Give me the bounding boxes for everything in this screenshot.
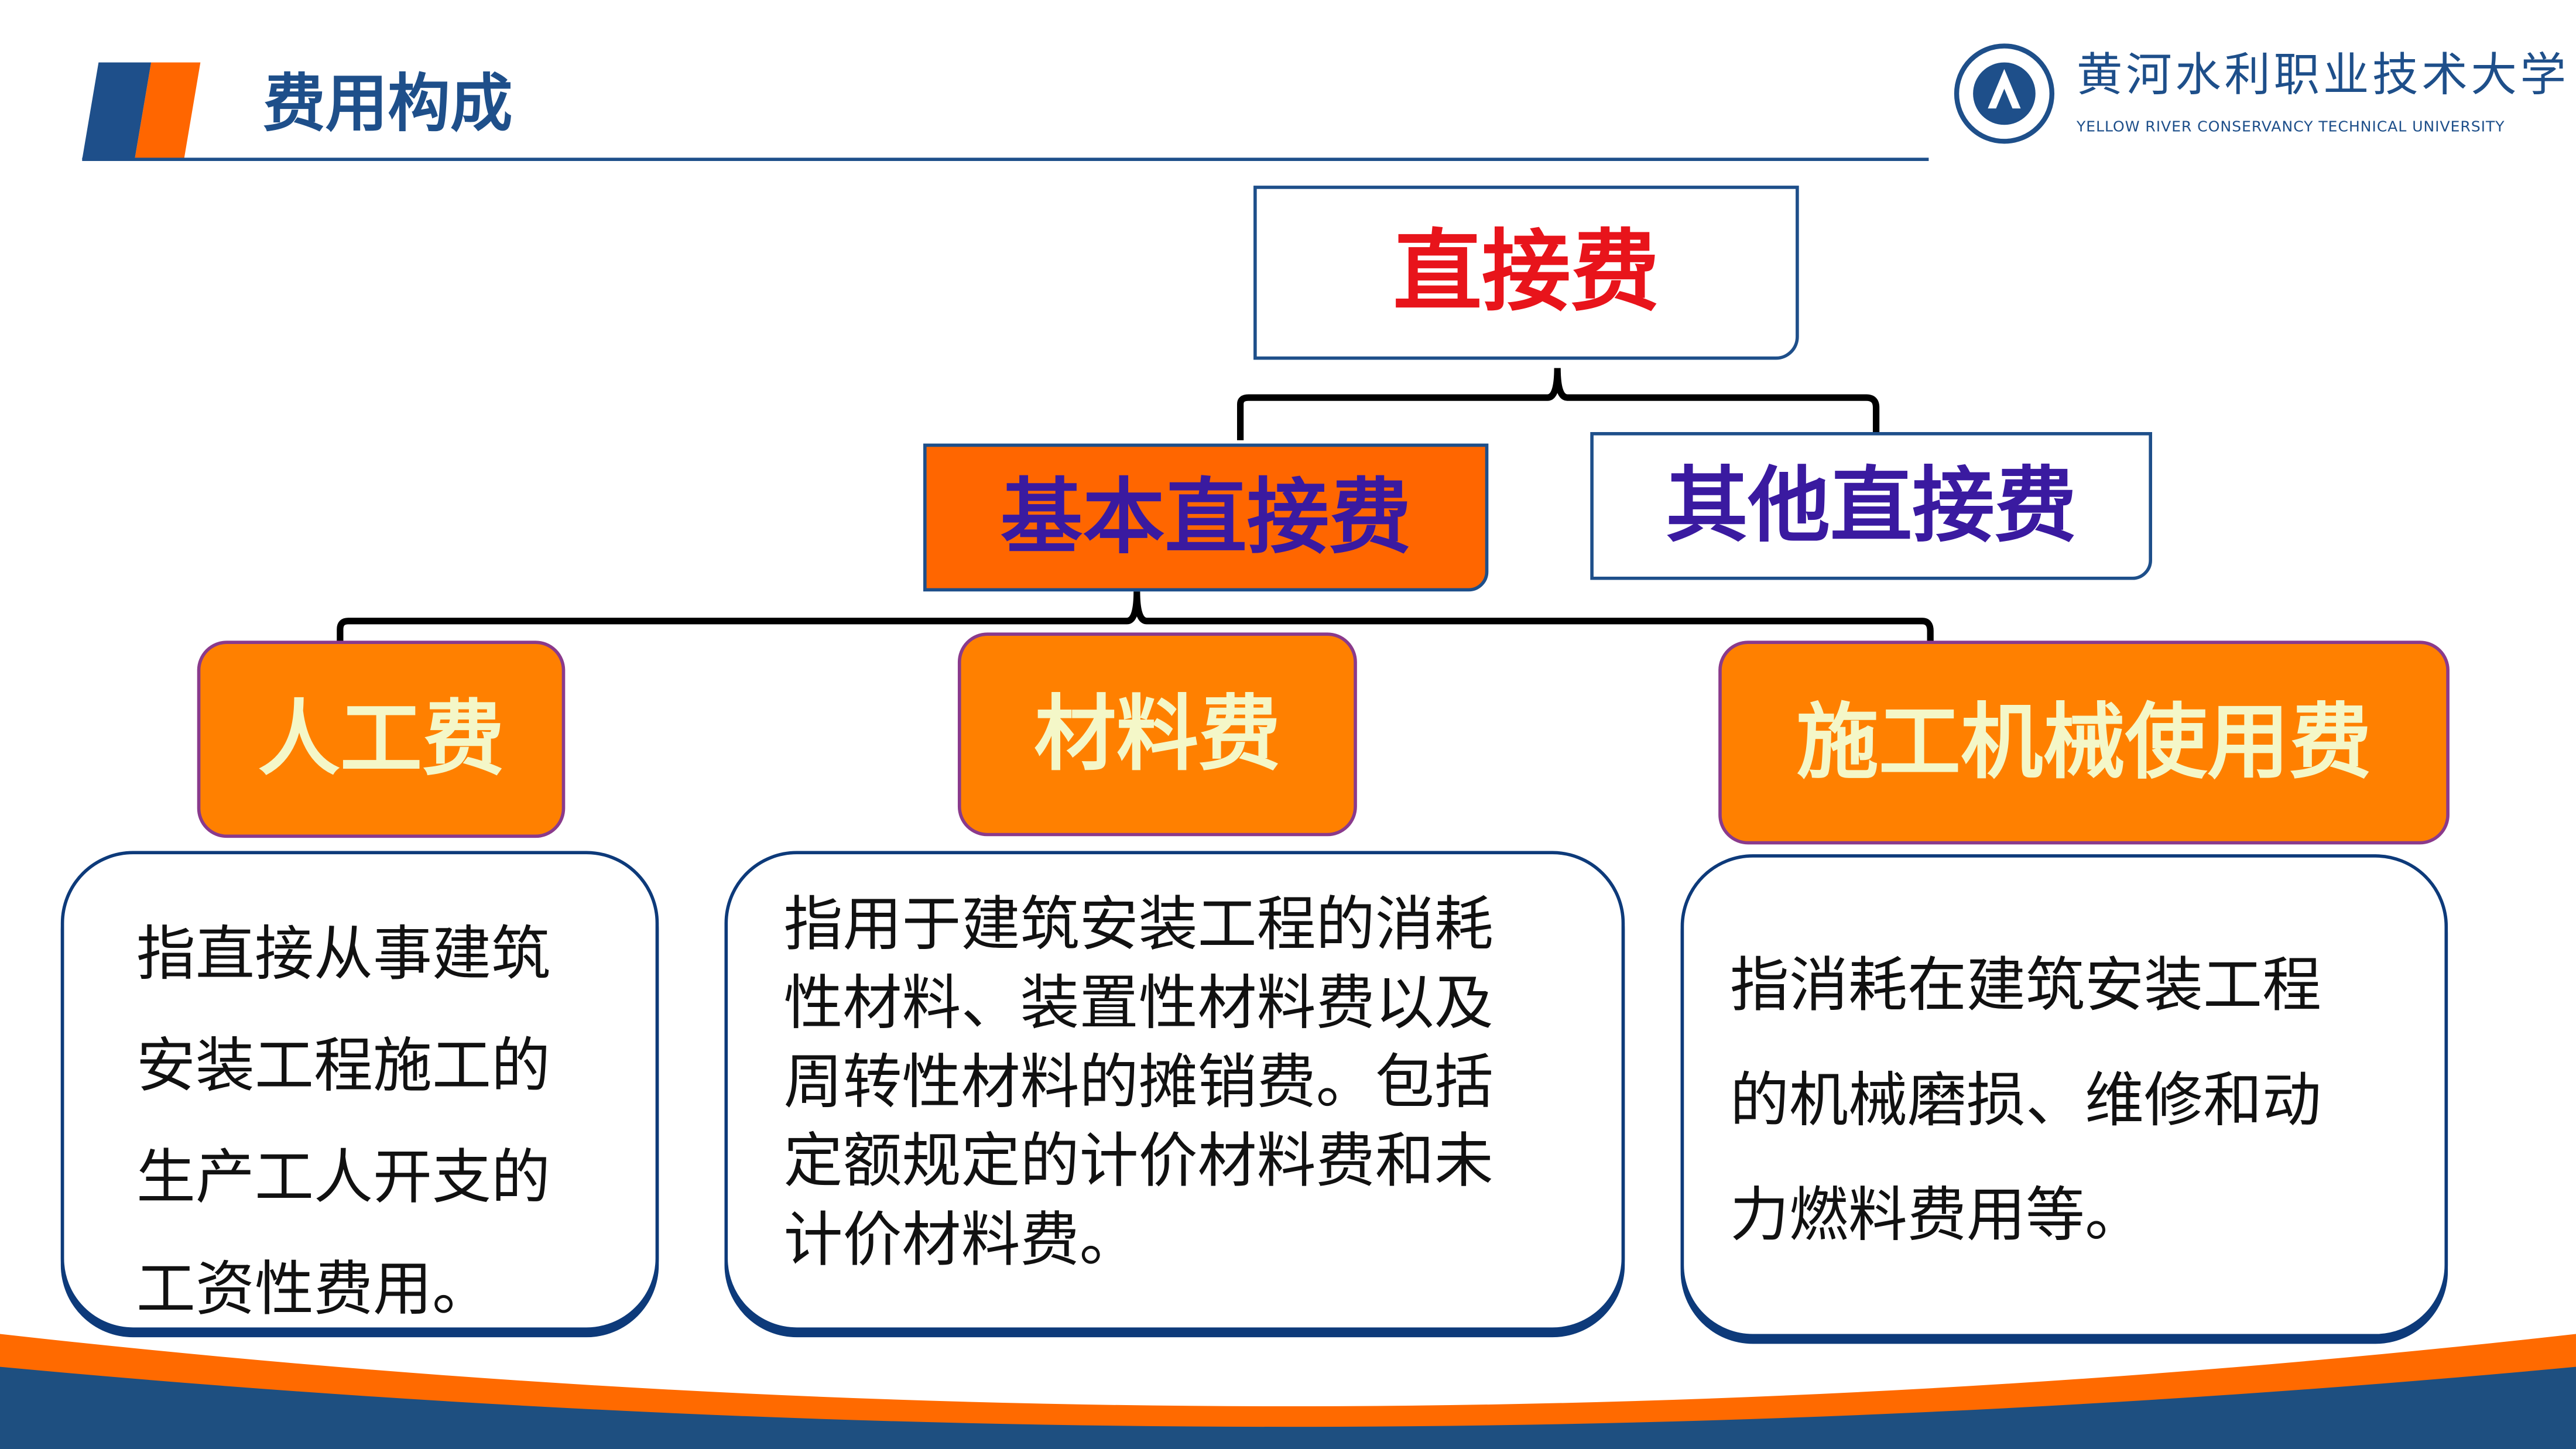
- title-bar-orange: [135, 62, 201, 160]
- desc-line: 定额规定的计价材料费和未: [783, 1128, 1493, 1196]
- desc-line: 计价材料费。: [783, 1207, 1139, 1275]
- logo-chinese-name: 黄河水利职业技术大学: [2076, 47, 2570, 102]
- machinery-cost-description: 指消耗在建筑安装工程 的机械磨损、维修和动 力燃料费用等。: [1680, 854, 2448, 1338]
- desc-line: 生产工人开支的: [136, 1145, 551, 1212]
- desc-line: 性材料、装置性材料费以及: [783, 971, 1493, 1039]
- desc-line: 安装工程施工的: [136, 1033, 551, 1101]
- title-divider: [82, 157, 1929, 161]
- title-bar-blue: [82, 62, 152, 160]
- logo-english-name: YELLOW RIVER CONSERVANCY TECHNICAL UNIVE…: [2076, 119, 2505, 136]
- desc-line: 指消耗在建筑安装工程: [1729, 953, 2322, 1020]
- node-machinery-cost: 施工机械使用费: [1718, 640, 2450, 845]
- node-material-cost: 材料费: [957, 632, 1357, 837]
- node-other-direct-cost: 其他直接费: [1590, 432, 2152, 580]
- desc-line: 指用于建筑安装工程的消耗: [783, 892, 1493, 960]
- desc-line: 工资性费用。: [136, 1256, 492, 1324]
- node-labor-cost: 人工费: [197, 640, 566, 838]
- labor-cost-description: 指直接从事建筑 安装工程施工的 生产工人开支的 工资性费用。: [60, 851, 659, 1331]
- node-basic-direct-cost: 基本直接费: [923, 443, 1489, 592]
- desc-line: 的机械磨损、维修和动: [1729, 1067, 2322, 1136]
- desc-line: 周转性材料的摊销费。包括: [783, 1050, 1493, 1118]
- desc-line: 力燃料费用等。: [1729, 1183, 2145, 1251]
- material-cost-description: 指用于建筑安装工程的消耗 性材料、装置性材料费以及 周转性材料的摊销费。包括 定…: [724, 851, 1625, 1331]
- desc-line: 指直接从事建筑: [136, 922, 551, 989]
- university-logo-icon: [1954, 43, 2055, 144]
- page-title: 费用构成: [262, 67, 513, 140]
- bottom-blue-band: [0, 1366, 2576, 1449]
- node-direct-cost: 直接费: [1253, 186, 1799, 360]
